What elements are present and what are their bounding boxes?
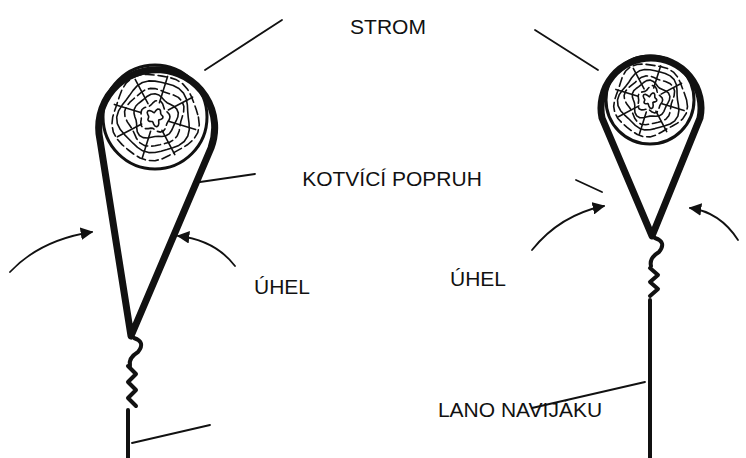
tree-ring bbox=[624, 76, 675, 125]
tree-crack bbox=[618, 106, 639, 117]
tree-ring bbox=[134, 94, 178, 138]
tree-crack bbox=[142, 131, 150, 157]
tree-ring bbox=[638, 86, 663, 113]
winch-rope-right bbox=[648, 300, 652, 458]
tree-crack bbox=[661, 83, 682, 94]
tree-crack bbox=[633, 68, 644, 89]
tree-ring bbox=[614, 64, 688, 137]
tree-crack bbox=[114, 104, 140, 112]
angle-label: ÚHEL bbox=[450, 268, 506, 289]
tree-ring bbox=[632, 80, 670, 118]
tree-crack bbox=[662, 104, 684, 111]
tree-crack bbox=[169, 121, 195, 129]
tree-ring bbox=[147, 109, 163, 127]
strap-label: KOTVÍCÍ POPRUH bbox=[302, 168, 482, 189]
leader-lines bbox=[132, 20, 645, 443]
tree-ring bbox=[112, 74, 199, 160]
tree-ring bbox=[141, 100, 170, 132]
tree-crack bbox=[159, 76, 167, 102]
winch-rope-left bbox=[126, 410, 130, 458]
tree-ring bbox=[618, 70, 679, 130]
tree-crack bbox=[135, 79, 148, 103]
tree-crack bbox=[162, 130, 175, 154]
tree-crack bbox=[168, 97, 192, 110]
tree-ring bbox=[117, 81, 190, 153]
hook-right bbox=[651, 238, 663, 266]
anchor-strap-left bbox=[99, 70, 215, 336]
tree-crack bbox=[639, 112, 646, 134]
angle-label: ÚHEL bbox=[254, 276, 310, 297]
tree-crack bbox=[654, 66, 661, 88]
tree-label: STROM bbox=[350, 16, 426, 37]
tree-ring bbox=[125, 88, 184, 146]
tree-ring bbox=[643, 93, 657, 109]
angle-arrows bbox=[10, 206, 738, 272]
tree-crack bbox=[616, 89, 638, 96]
tree-crack bbox=[656, 111, 667, 132]
winch-rope-label: LANO NAVIJÁKU bbox=[438, 399, 602, 420]
hook-left bbox=[130, 338, 142, 366]
tree-crack bbox=[117, 124, 141, 137]
anchor-strap-right bbox=[601, 58, 701, 236]
